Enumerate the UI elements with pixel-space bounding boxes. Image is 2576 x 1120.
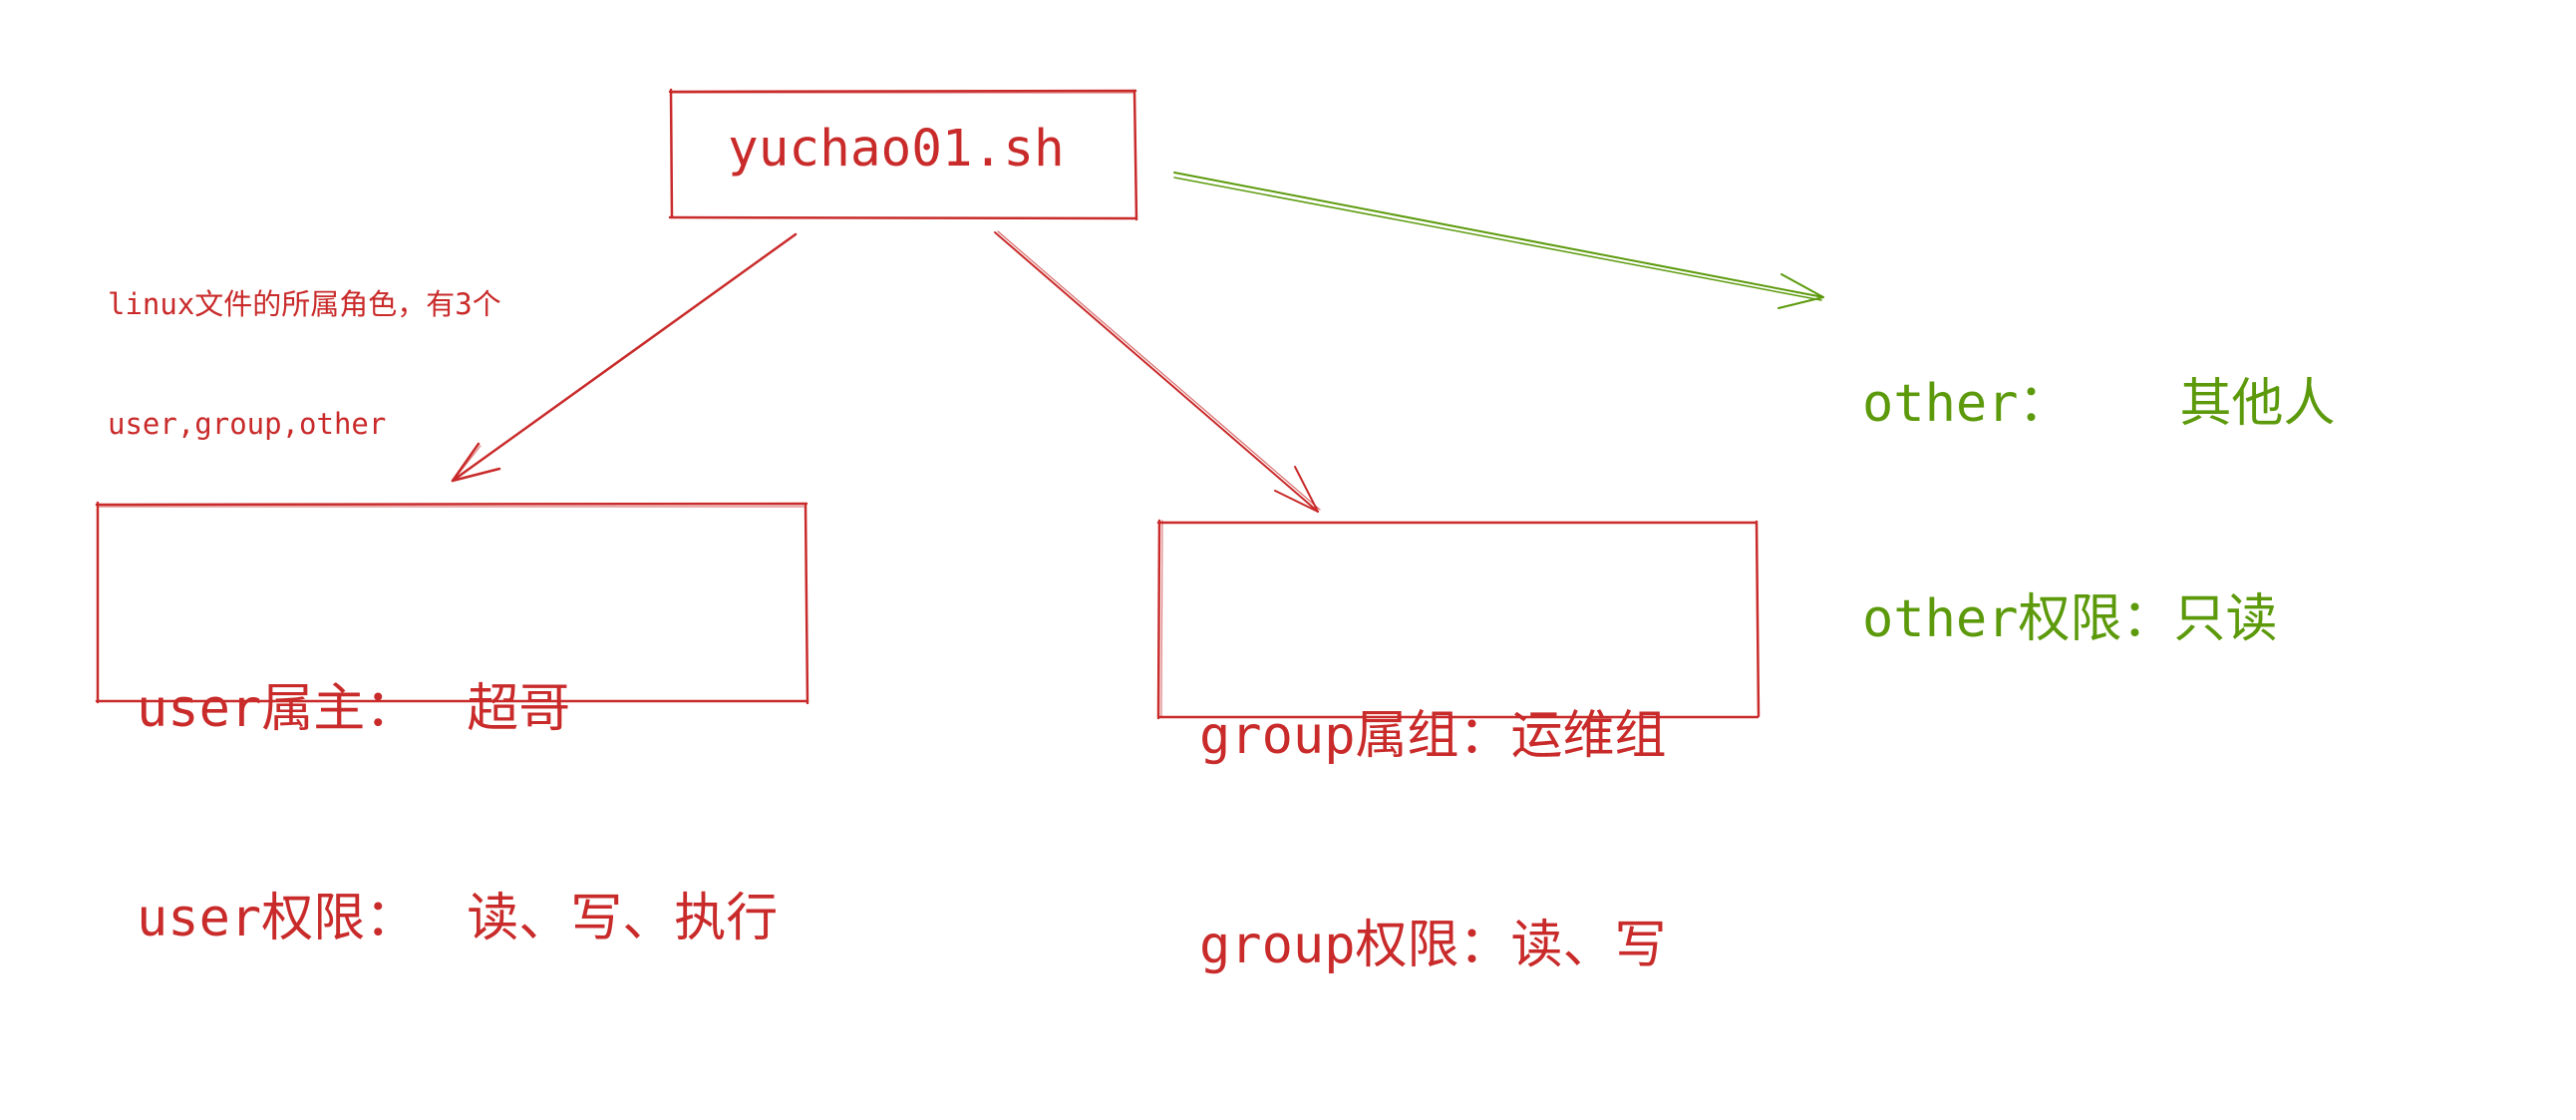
user-perm-row: user权限： 读、写、执行 [137,884,778,953]
diagram-canvas: linux文件的所属角色，有3个 user,group,other yuchao… [95,88,2336,975]
user-owner-row: user属主： 超哥 [137,674,778,744]
other-text: other： 其他人 other权限：只读 [1862,224,2336,799]
user-perm-value: 读、写、执行 [467,889,779,948]
diagram-shapes [95,88,1824,720]
other-perm-row: other权限：只读 [1862,583,2336,655]
file-box[interactable] [668,88,1138,221]
note-line-2: user,group,other [108,407,387,441]
group-name-label: group属组： [1199,706,1511,766]
arrow-to-group [994,230,1321,513]
user-perm-label: user权限： [137,889,418,948]
note-line-1: linux文件的所属角色，有3个 [108,287,501,321]
other-perm-label: other权限： [1862,589,2174,649]
note-text: linux文件的所属角色，有3个 user,group,other [108,204,501,524]
group-name-value: 运维组 [1510,706,1667,766]
user-box-text: user属主： 超哥 user权限： 读、写、执行 [137,535,778,1093]
other-perm-value: 只读 [2173,589,2278,649]
arrow-to-user [451,232,798,483]
file-name[interactable]: yuchao01.sh [728,120,1065,179]
group-name-row: group属组：运维组 [1199,701,1667,771]
group-perm-value: 读、写 [1510,916,1667,975]
user-owner-label: user属主： [137,679,418,739]
group-box[interactable] [1156,519,1761,720]
other-value: 其他人 [2179,374,2336,434]
group-box-text: group属组：运维组 group权限：读、写 [1199,561,1667,1120]
user-owner-value: 超哥 [467,679,571,739]
other-label: other： [1862,374,2071,434]
user-box[interactable] [95,501,809,705]
arrow-to-other [1173,172,1824,309]
other-name-row: other： 其他人 [1862,368,2336,440]
group-perm-label: group权限： [1199,916,1511,975]
group-perm-row: group权限：读、写 [1199,911,1667,980]
